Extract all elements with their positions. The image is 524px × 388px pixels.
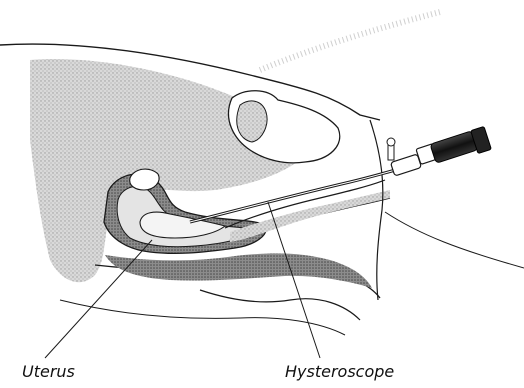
vaginal-fill: [230, 190, 390, 242]
hysteroscope-label: Hysteroscope: [285, 364, 394, 380]
perineum: [200, 290, 360, 320]
hysteroscope-body: [387, 126, 491, 176]
thigh-outline: [370, 120, 383, 300]
hysteroscope-leader-line: [268, 202, 320, 358]
leg-outline: [385, 212, 524, 268]
skin-hatching: [260, 12, 440, 70]
ovary: [130, 169, 159, 190]
rectum-fill: [105, 253, 372, 288]
uterus-label: Uterus: [22, 364, 75, 380]
